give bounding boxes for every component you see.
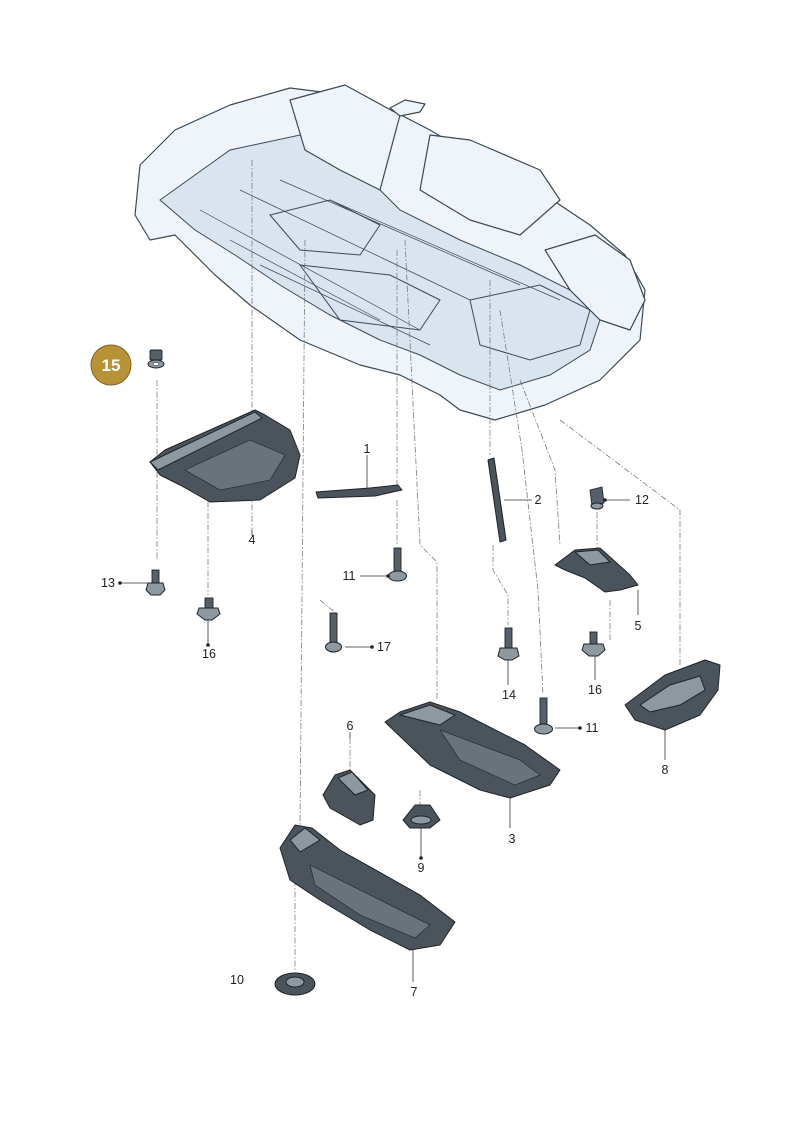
label-11-lower: 11: [586, 721, 599, 735]
label-17: 17: [377, 640, 391, 654]
label-12: 12: [635, 493, 649, 507]
part-3-tunnel-panel[interactable]: [384, 701, 561, 799]
car-body-underside: [134, 84, 646, 421]
label-1: 1: [364, 442, 371, 456]
label-leaders: [118, 455, 666, 982]
part-4-underbody-panel[interactable]: [149, 409, 301, 503]
part-10-grommet[interactable]: [274, 972, 316, 996]
label-16-left: 16: [202, 647, 216, 661]
part-8-rear-panel[interactable]: [624, 659, 721, 731]
label-14: 14: [502, 688, 516, 702]
part-9-clip[interactable]: [402, 804, 441, 829]
label-16-right: 16: [588, 683, 602, 697]
part-12-clip[interactable]: [589, 486, 605, 510]
label-13: 13: [101, 576, 115, 590]
part-7-side-panel[interactable]: [279, 824, 456, 951]
bolt-11-lower[interactable]: [534, 697, 553, 735]
label-8: 8: [662, 763, 669, 777]
label-4: 4: [249, 533, 256, 547]
bolt-17[interactable]: [325, 612, 342, 653]
part-6-bracket[interactable]: [322, 769, 376, 826]
label-9: 9: [418, 861, 425, 875]
highlight-callout-15[interactable]: 15: [90, 344, 132, 386]
label-11-upper: 11: [343, 569, 356, 583]
part-labels: 1 2 3 4 5 6 7 8 9 10 11 11 12 13 14 16 1…: [101, 442, 668, 999]
label-2: 2: [535, 493, 542, 507]
bolt-13[interactable]: [145, 569, 166, 596]
highlight-number: 15: [102, 356, 121, 375]
bolt-14[interactable]: [497, 627, 520, 661]
bolt-11-upper[interactable]: [388, 547, 407, 582]
bolt-16-right[interactable]: [581, 631, 606, 657]
assembly-leader-lines: [156, 160, 681, 970]
part-15-nut[interactable]: [147, 349, 165, 369]
label-3: 3: [509, 832, 516, 846]
label-10: 10: [230, 973, 244, 987]
highlight-circle: [90, 344, 132, 386]
label-5: 5: [635, 619, 642, 633]
part-2-rod[interactable]: [487, 457, 507, 543]
part-5-bracket[interactable]: [554, 547, 639, 593]
label-6: 6: [347, 719, 354, 733]
label-7: 7: [411, 985, 418, 999]
bolt-16-left[interactable]: [196, 597, 221, 621]
part-1-strip[interactable]: [315, 484, 403, 499]
